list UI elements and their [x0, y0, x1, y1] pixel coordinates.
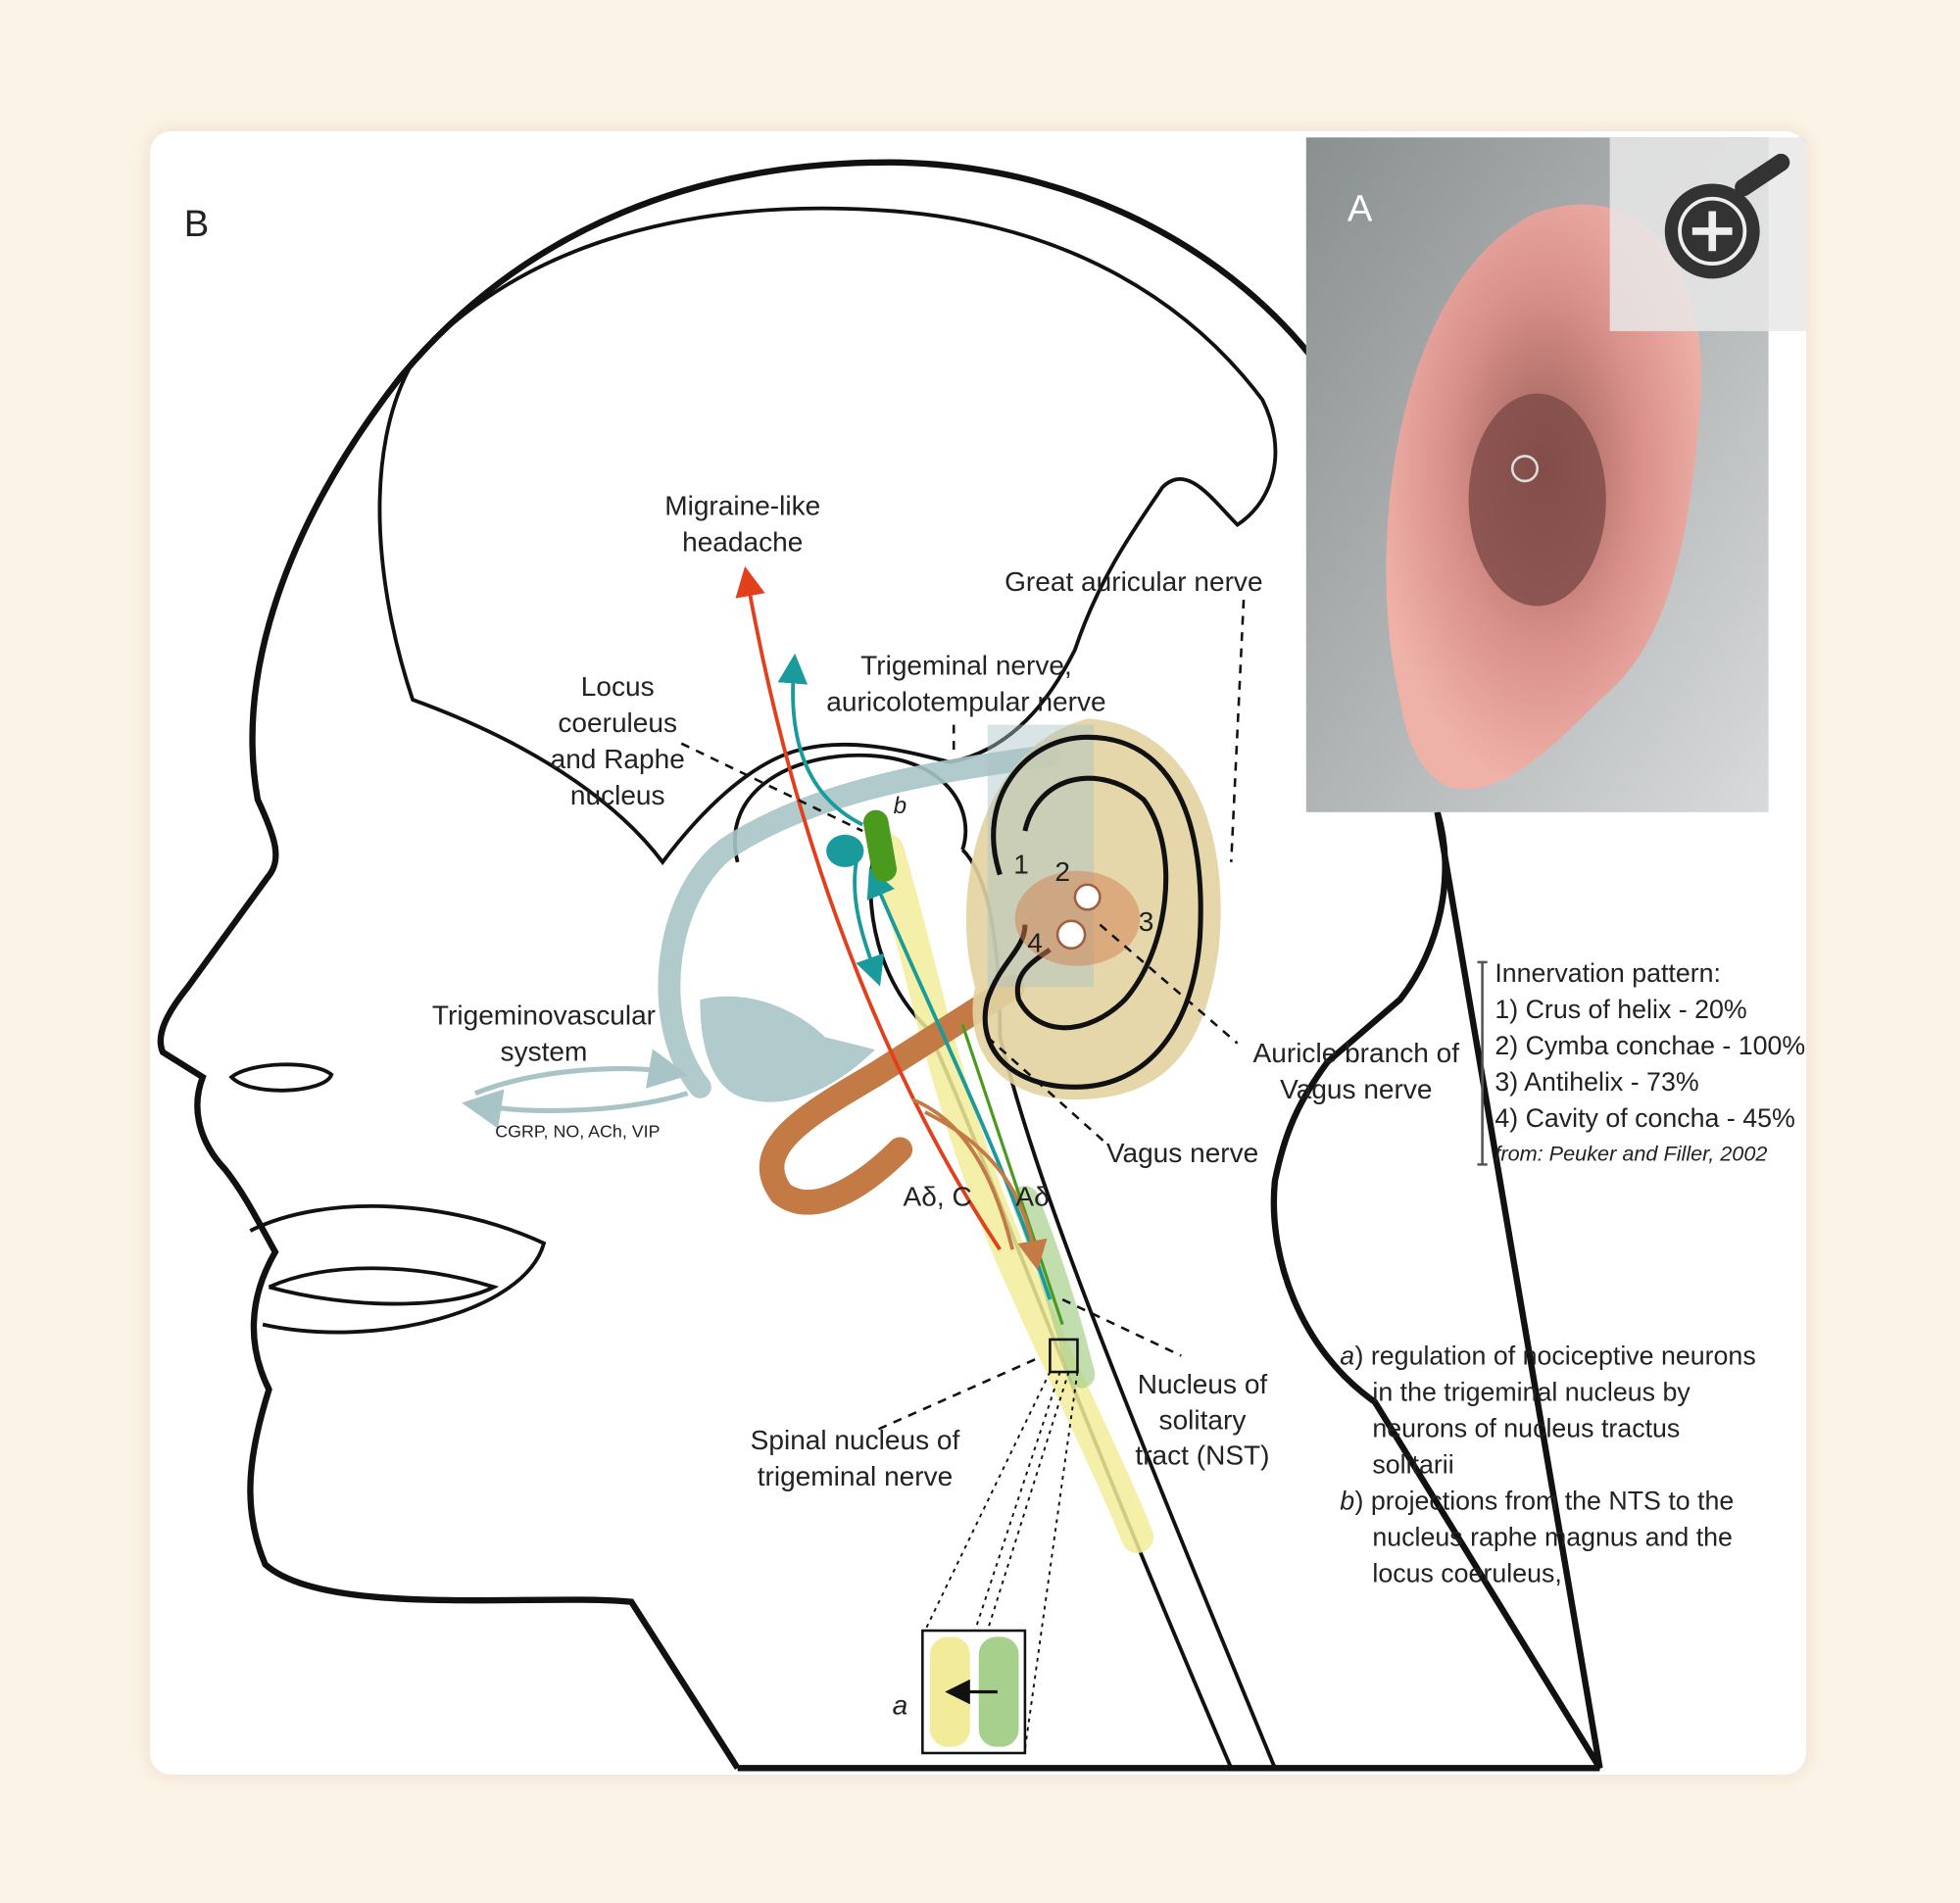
- electrode-upper: [1073, 883, 1102, 911]
- migraine-label-2: headache: [682, 526, 803, 557]
- mediators-label: CGRP, NO, ACh, VIP: [495, 1121, 660, 1141]
- trigeminovascular-label-1: Trigeminovascular: [432, 1000, 656, 1031]
- afferent-fibers: [911, 1098, 1035, 1255]
- zoom-in-button[interactable]: [1609, 137, 1806, 331]
- locus-coeruleus-nucleus: [826, 834, 864, 867]
- mouth: [249, 1203, 547, 1335]
- note-b-line: ) projections from the NTS to the: [1355, 1486, 1735, 1515]
- innervation-item: 1) Crus of helix - 20%: [1494, 995, 1746, 1024]
- innervation-title: Innervation pattern:: [1494, 958, 1721, 988]
- locus-label-3: and Raphe: [551, 744, 685, 774]
- nst-label-1: Nucleus of: [1138, 1369, 1268, 1399]
- teal-arrow-up: [777, 653, 863, 827]
- trigeminovascular-arrow-left: [462, 1089, 689, 1129]
- note-a-letter: a: [1340, 1341, 1354, 1370]
- innervation-source: from: Peuker and Filler, 2002: [1494, 1142, 1767, 1166]
- nst-label-2: solitary: [1159, 1405, 1247, 1436]
- panel-b-label: B: [184, 203, 210, 245]
- panel-a-label: A: [1348, 188, 1373, 230]
- spinal-trigeminal-nucleus: [871, 833, 1154, 1553]
- marker-a: a: [893, 1689, 908, 1720]
- auricle-branch-label-1: Auricle branch of: [1253, 1038, 1460, 1068]
- region-2: 2: [1054, 856, 1070, 887]
- trigeminovascular-arrow-right: [473, 1049, 689, 1097]
- locus-label-4: nucleus: [570, 780, 665, 810]
- trigeminovascular-label-2: system: [501, 1037, 588, 1067]
- trigeminal-ganglion: [700, 996, 875, 1102]
- trigeminal-label-1: Trigeminal nerve,: [860, 651, 1072, 681]
- ear-helix-outline: [982, 734, 1203, 1090]
- innervation-bracket: [1477, 960, 1488, 1166]
- locus-label-1: Locus: [581, 671, 655, 702]
- locus-label-2: coeruleus: [558, 708, 677, 738]
- note-b-line: locus coeruleus,: [1372, 1558, 1561, 1587]
- raphe-nucleus: [863, 809, 897, 882]
- great-auricular-label: Great auricular nerve: [1004, 566, 1262, 597]
- leader-lines: [680, 599, 1246, 1433]
- zoom-lines: [924, 1371, 1079, 1750]
- inset-nst: [978, 1636, 1019, 1747]
- vagus-label: Vagus nerve: [1106, 1138, 1258, 1168]
- concha-stimulation-zone: [1014, 870, 1141, 966]
- nostril: [228, 1062, 334, 1093]
- note-b-letter: b: [1340, 1486, 1354, 1515]
- electrode-lower: [1055, 919, 1087, 951]
- spinal-label-1: Spinal nucleus of: [751, 1425, 960, 1455]
- note-a-line: neurons of nucleus tractus: [1372, 1413, 1680, 1442]
- note-a-line: ) regulation of nociceptive neurons: [1355, 1341, 1756, 1370]
- nst-label-3: tract (NST): [1135, 1439, 1269, 1470]
- vagus-nerve: [759, 974, 1025, 1215]
- magnifier-plus-icon: [1664, 153, 1790, 279]
- migraine-label-1: Migraine-like: [664, 490, 820, 520]
- trigeminal-label-2: auricolotempular nerve: [826, 687, 1105, 717]
- region-3: 3: [1139, 906, 1154, 937]
- note-a-line: in the trigeminal nucleus by: [1372, 1377, 1690, 1406]
- innervation-item: 2) Cymba conchae - 100%: [1494, 1031, 1805, 1060]
- vascular-structure: [658, 744, 1061, 1098]
- innervation-item: 4) Cavity of concha - 45%: [1494, 1103, 1794, 1133]
- note-b-line: nucleus raphe magnus and the: [1372, 1522, 1733, 1551]
- note-a-line: solitarii: [1372, 1449, 1453, 1479]
- region-1: 1: [1013, 849, 1029, 879]
- marker-b: b: [894, 793, 906, 819]
- innervation-item: 3) Antihelix - 73%: [1494, 1067, 1698, 1097]
- auricle-branch-label-2: Vagus nerve: [1280, 1074, 1432, 1104]
- head-outline: [157, 159, 1603, 1771]
- teal-arrow-down: [853, 861, 885, 987]
- spinal-label-2: trigeminal nerve: [758, 1461, 954, 1491]
- zoom-region-box: [1049, 1338, 1079, 1374]
- region-4: 4: [1027, 928, 1043, 958]
- fibers-right-label: Aδ: [1015, 1181, 1049, 1211]
- fibers-left-label: Aδ, C: [904, 1181, 972, 1211]
